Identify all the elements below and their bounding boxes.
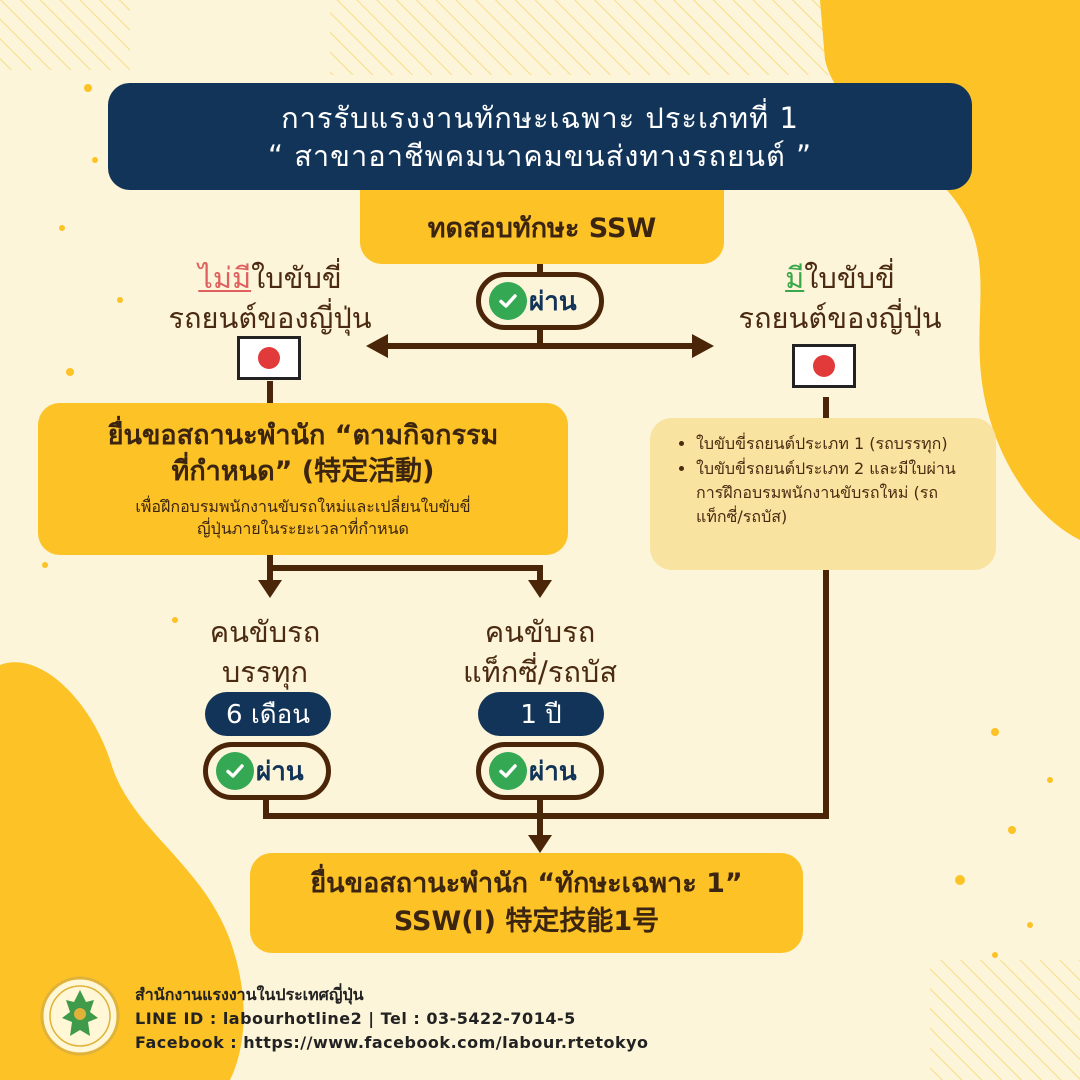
header-line-1: การรับแรงงานทักษะเฉพาะ ประเภทที่ 1 (281, 100, 799, 135)
no-license-prefix: ไม่มี (198, 261, 252, 295)
hatch-bottom-right (930, 960, 1080, 1080)
decor-dots (42, 84, 1053, 958)
footer-contact-line: LINE ID : labourhotline2 | Tel : 03-5422… (135, 1009, 576, 1028)
designated-activity-box: ยื่นขอสถานะพำนัก “ตามกิจกรรม ที่กำหนด” (… (38, 403, 568, 555)
final-line-1: ยื่นขอสถานะพำนัก “ทักษะเฉพาะ 1” (310, 868, 743, 899)
pass-label: ผ่าน (529, 286, 577, 317)
header-title-box: การรับแรงงานทักษะเฉพาะ ประเภทที่ 1 “ สาข… (108, 83, 972, 190)
duration-badge-truck: 6 เดือน (205, 692, 331, 736)
check-circle-icon (489, 282, 527, 320)
arrowhead-taxi (528, 580, 552, 598)
driver-truck-line1: คนขับรถ (209, 615, 321, 649)
driver-truck-label: คนขับรถ บรรทุก (160, 612, 370, 692)
japan-flag-icon (237, 336, 301, 380)
pass-badge-truck: ผ่าน (203, 742, 331, 800)
duration-badge-taxi: 1 ปี (478, 692, 604, 736)
japan-flag-icon (792, 344, 856, 388)
ministry-of-labour-seal-icon (40, 976, 120, 1056)
blob-bottom-left (0, 662, 244, 1080)
has-license-prefix: มี (785, 261, 805, 295)
arrowhead-right (692, 334, 714, 358)
pass-label: ผ่าน (256, 756, 304, 787)
no-license-line2: รถยนต์ของญี่ปุ่น (168, 301, 372, 335)
pass-label: ผ่าน (529, 756, 577, 787)
has-license-line2: รถยนต์ของญี่ปุ่น (738, 301, 942, 335)
branch-no-license-label: ไม่มีใบขับขี่ รถยนต์ของญี่ปุ่น (140, 258, 400, 338)
header-line-2: “ สาขาอาชีพคมนาคมขนส่งทางรถยนต์ ” (267, 138, 813, 173)
driver-taxi-line1: คนขับรถ (484, 615, 596, 649)
arrowhead-truck (258, 580, 282, 598)
blob-top-right (820, 0, 1080, 540)
driver-truck-line2: บรรทุก (221, 655, 309, 689)
skill-test-box: ทดสอบทักษะ SSW (360, 190, 724, 264)
list-item: ใบขับขี่รถยนต์ประเภท 1 (รถบรรทุก) (696, 432, 982, 456)
branch-has-license-label: มีใบขับขี่ รถยนต์ของญี่ปุ่น (705, 258, 975, 338)
check-circle-icon (489, 752, 527, 790)
license-types-list: ใบขับขี่รถยนต์ประเภท 1 (รถบรรทุก) ใบขับข… (676, 432, 982, 530)
duration-truck: 6 เดือน (226, 699, 310, 730)
footer-org: สำนักงานแรงงานในประเทศญี่ปุ่น (135, 985, 364, 1004)
list-item: ใบขับขี่รถยนต์ประเภท 2 และมีใบผ่านการฝึก… (696, 457, 982, 529)
driver-taxi-label: คนขับรถ แท็กซี่/รถบัส (420, 612, 660, 692)
arrowhead-left (366, 334, 388, 358)
footer-contact: สำนักงานแรงงานในประเทศญี่ปุ่น LINE ID : … (135, 983, 649, 1055)
hatch-top-left (0, 0, 130, 70)
duration-taxi: 1 ปี (520, 699, 562, 730)
designated-activity-sub-1: เพื่อฝึกอบรมพนักงานขับรถใหม่และเปลี่ยนใบ… (135, 497, 471, 516)
check-circle-icon (216, 752, 254, 790)
designated-activity-sub-2: ญี่ปุ่นภายในระยะเวลาที่กำหนด (197, 519, 409, 538)
designated-activity-heading-1: ยื่นขอสถานะพำนัก “ตามกิจกรรม (107, 420, 499, 451)
hatch-top-center (330, 0, 850, 75)
final-ssw-box: ยื่นขอสถานะพำนัก “ทักษะเฉพาะ 1” SSW(I) 特… (250, 853, 803, 953)
designated-activity-heading-2: ที่กำหนด” (特定活動) (171, 456, 435, 487)
pass-badge-test: ผ่าน (476, 272, 604, 330)
pass-badge-taxi: ผ่าน (476, 742, 604, 800)
footer-facebook: Facebook : https://www.facebook.com/labo… (135, 1033, 649, 1052)
driver-taxi-line2: แท็กซี่/รถบัส (462, 655, 618, 689)
skill-test-label: ทดสอบทักษะ SSW (427, 212, 657, 244)
has-license-line1: ใบขับขี่ (804, 261, 895, 295)
no-license-line1: ใบขับขี่ (251, 261, 342, 295)
final-line-2: SSW(I) 特定技能1号 (393, 906, 660, 937)
arrowhead-final (528, 835, 552, 853)
license-types-box: ใบขับขี่รถยนต์ประเภท 1 (รถบรรทุก) ใบขับข… (650, 418, 996, 570)
